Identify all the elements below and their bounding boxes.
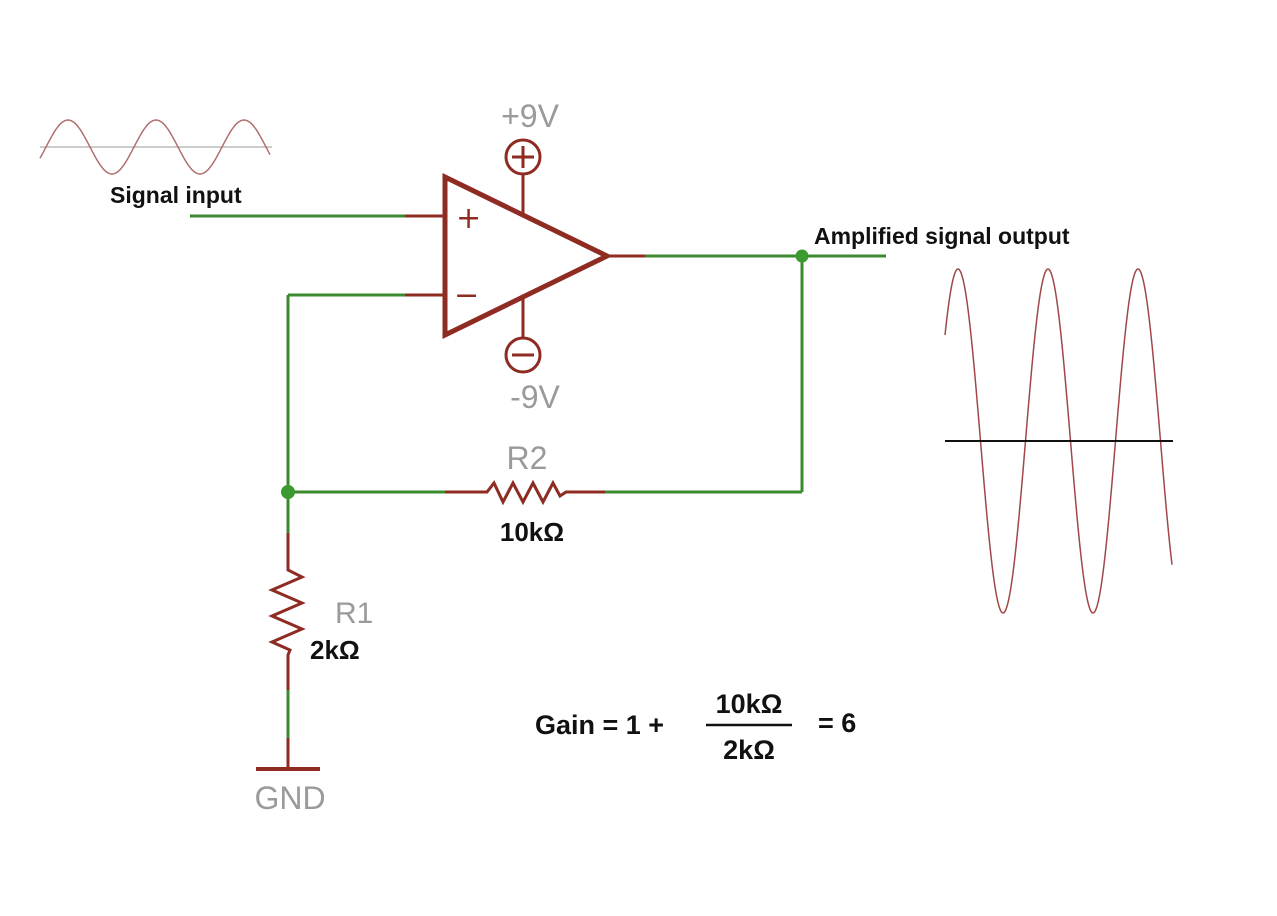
gain-formula-denominator: 2kΩ xyxy=(723,735,775,765)
r2-resistor-icon xyxy=(445,479,605,506)
r1-resistor-icon xyxy=(268,533,306,690)
ground-label: GND xyxy=(254,780,325,816)
signal-input-label: Signal input xyxy=(110,182,242,208)
r1-value-label: 2kΩ xyxy=(310,635,360,665)
positive-supply-icon xyxy=(504,138,542,216)
opamp-plus-sign: + xyxy=(456,201,481,236)
r2-value-label: 10kΩ xyxy=(500,517,564,547)
gain-formula-numerator: 10kΩ xyxy=(716,689,783,719)
opamp-minus-sign: − xyxy=(454,278,479,313)
r2-name-label: R2 xyxy=(507,440,548,476)
signal-output-label: Amplified signal output xyxy=(814,223,1070,249)
positive-supply-label: +9V xyxy=(501,98,559,134)
negative-supply-label: -9V xyxy=(510,379,560,415)
gain-formula-result: = 6 xyxy=(818,708,856,738)
input-sine-wave xyxy=(39,119,271,175)
opamp-triangle xyxy=(442,172,613,340)
feedback-junction-dot xyxy=(281,485,295,499)
gain-formula-prefix: Gain = 1 + xyxy=(535,710,664,740)
output-junction-dot xyxy=(795,249,809,263)
negative-supply-icon xyxy=(504,296,542,374)
r1-name-label: R1 xyxy=(335,597,373,630)
output-sine-wave xyxy=(944,268,1173,614)
